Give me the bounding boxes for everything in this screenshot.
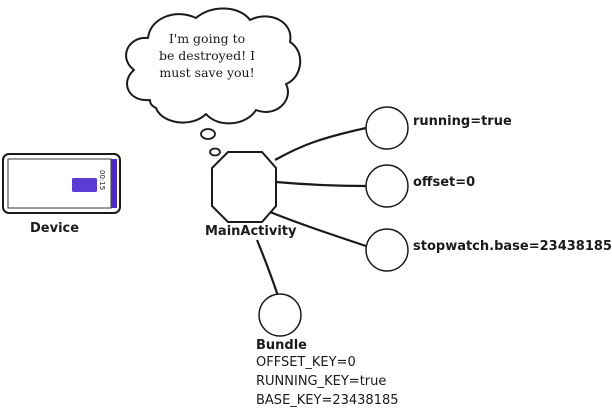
- thought-dot-large: [200, 128, 216, 140]
- variable-node-base: [365, 228, 409, 272]
- bundle-block: Bundle OFFSET_KEY=0 RUNNING_KEY=true BAS…: [256, 338, 399, 410]
- variable-label-running: running=true: [413, 114, 512, 129]
- variable-label-base: stopwatch.base=23438185: [413, 239, 612, 254]
- thought-line-3: must save you!: [159, 65, 255, 80]
- main-activity-octagon: [211, 151, 277, 223]
- thought-line-1: I'm going to: [168, 31, 246, 46]
- thought-line-2: be destroyed! I: [158, 48, 256, 63]
- thought-dot-small: [209, 147, 221, 157]
- variable-node-offset: [365, 164, 409, 208]
- bundle-entry-running: RUNNING_KEY=true: [256, 374, 387, 389]
- connector-bundle: [255, 239, 280, 297]
- connector-running: [274, 126, 367, 161]
- bundle-entry-offset: OFFSET_KEY=0: [256, 355, 356, 370]
- device-time-display: 00:15: [98, 170, 106, 190]
- thought-bubble-text: I'm going to be destroyed! I must save y…: [148, 30, 266, 81]
- bundle-title: Bundle: [256, 338, 307, 353]
- variable-label-offset: offset=0: [413, 175, 476, 190]
- main-activity-label: MainActivity: [205, 224, 297, 239]
- variable-node-running: [365, 106, 409, 150]
- bundle-entry-base: BASE_KEY=23438185: [256, 393, 399, 408]
- connector-base: [269, 210, 367, 248]
- bundle-node: [258, 293, 302, 337]
- connector-offset: [275, 180, 367, 188]
- thought-bubble-cloud: [125, 7, 301, 125]
- device-label: Device: [30, 221, 80, 236]
- device-phone: 00:15: [2, 153, 121, 214]
